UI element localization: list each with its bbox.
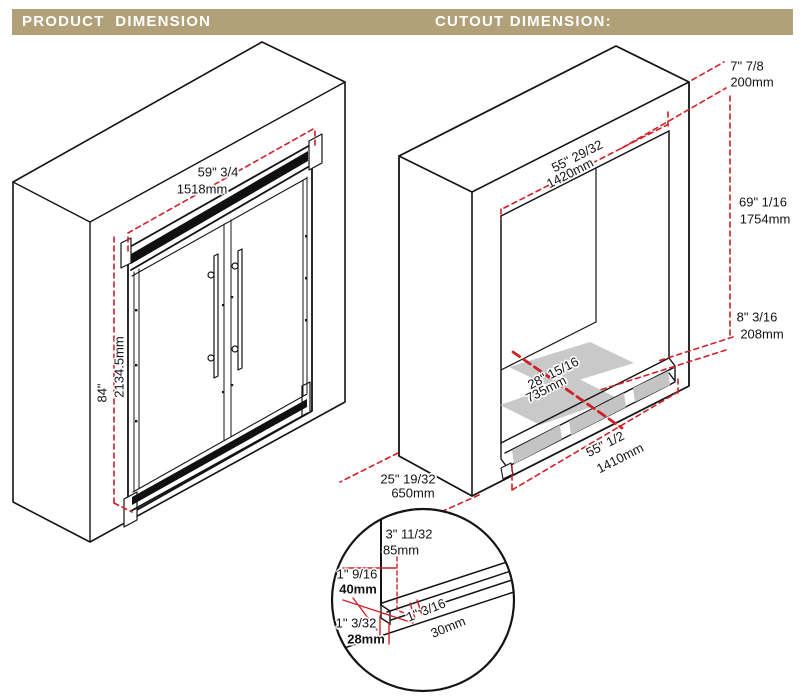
- floor-panel-front: [500, 378, 617, 425]
- detail-profile: [337, 517, 514, 651]
- cutout-drawing: [339, 45, 734, 512]
- cutout-opening-height-mm: 1754mm: [739, 211, 791, 227]
- cutout-side-depth-inches: 25" 19/32: [380, 471, 436, 487]
- detail-height-mm: 85mm: [382, 542, 420, 558]
- dim-floor-depth-line: [511, 350, 624, 430]
- cutout-dimension-lines: [339, 61, 734, 512]
- product-height-mm: 2134.5mm: [111, 336, 127, 398]
- dim-opening-width-line: [503, 124, 668, 209]
- dim-top-depth-leader-1: [691, 61, 725, 81]
- cutout-hearth-height-inches: 8" 3/16: [736, 309, 778, 325]
- product-height-inches: 84": [94, 383, 110, 403]
- detail-height-inches: 3" 11/32: [385, 526, 433, 542]
- detail-leader-line: [442, 494, 480, 512]
- floor-panel-rear: [509, 342, 634, 388]
- cutout-side-depth-mm: 650mm: [391, 485, 435, 501]
- detail-dimension-marks: [342, 556, 423, 645]
- product-width-inches: 59" 3/4: [197, 164, 239, 180]
- left-door: [133, 223, 225, 492]
- dim-side-depth-line: [339, 452, 399, 483]
- detail-lip-mm: 40mm: [339, 581, 377, 597]
- product-dimension-title: PRODUCT DIMENSION: [22, 13, 212, 30]
- product-width-dimension-line: [127, 127, 316, 252]
- floor-panels: [500, 342, 634, 425]
- left-door-handle: [207, 253, 219, 379]
- cutout-top-depth-mm: 200mm: [730, 74, 774, 90]
- product-height-dimension-line: [113, 236, 133, 513]
- cutout-box: [398, 45, 690, 497]
- cutout-top-depth-inches: 7" 7/8: [730, 58, 764, 74]
- detail-lip-inches: 1" 9/16: [336, 566, 378, 582]
- detail-step-inches: 1" 3/32: [335, 615, 377, 631]
- dim-sill-width-line: [511, 391, 679, 491]
- dim-top-depth-leader-2: [621, 87, 727, 149]
- header-bar: PRODUCT DIMENSION CUTOUT DIMENSION:: [12, 9, 793, 35]
- product-drawing: [12, 41, 346, 543]
- dim-hearth-leader-1: [657, 336, 734, 362]
- door-sill: [130, 393, 309, 512]
- product-width-mm: 1518mm: [176, 181, 228, 197]
- dim-hearth-leader-2: [599, 349, 727, 391]
- right-door: [230, 176, 308, 438]
- cabinet-box: [12, 41, 346, 543]
- cutout-opening-height-inches: 69" 1/16: [739, 194, 787, 210]
- detail-step-mm: 28mm: [347, 631, 385, 647]
- cutout-hearth-height-mm: 208mm: [740, 326, 784, 342]
- cutout-dimension-title: CUTOUT DIMENSION:: [435, 13, 612, 30]
- door-frame: [120, 133, 323, 528]
- hinge-dots: [135, 235, 308, 423]
- cutout-sill: [500, 357, 676, 480]
- detail-circle: [330, 507, 516, 693]
- right-door-handle: [231, 248, 243, 371]
